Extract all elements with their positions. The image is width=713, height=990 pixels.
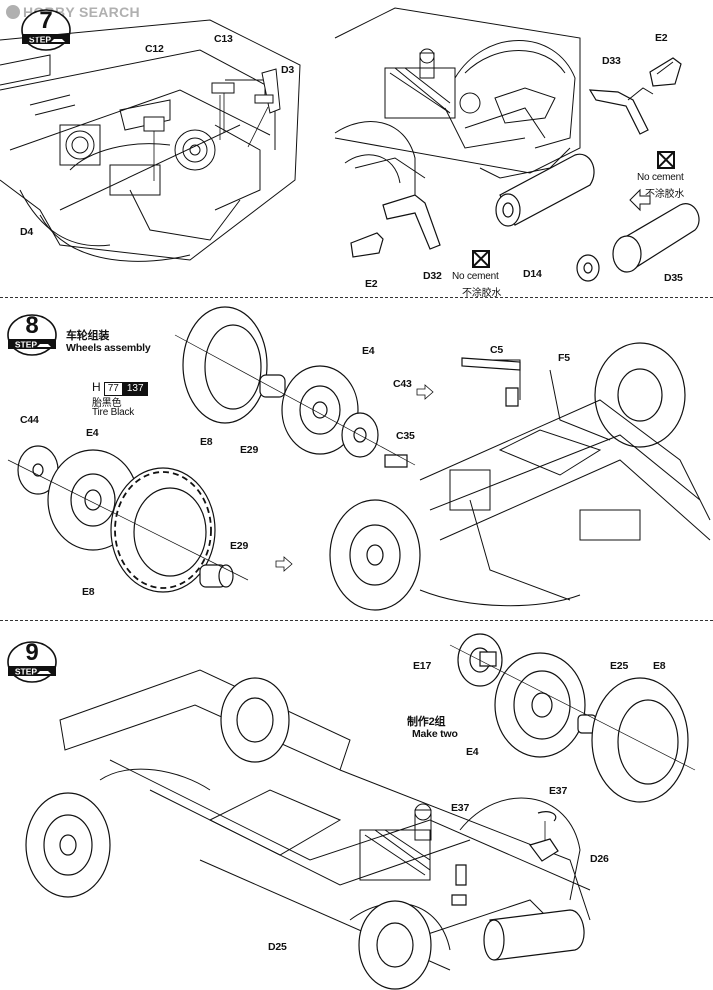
step-9-chassis-drawing	[10, 660, 600, 988]
step-8-badge: 8 STEP	[6, 312, 58, 357]
label-D35: D35	[664, 272, 683, 284]
no-cement-text-top: No cement	[637, 172, 684, 183]
label-D14: D14	[523, 268, 542, 280]
no-cement-text-bottom: No cement	[452, 271, 499, 282]
svg-text:9: 9	[25, 639, 38, 666]
label-E8-step9: E8	[653, 660, 666, 672]
step-9-badge: 9 STEP	[6, 639, 58, 684]
svg-text:STEP: STEP	[15, 667, 38, 677]
label-D32: D32	[423, 270, 442, 282]
part-D35-cylinders	[480, 150, 710, 290]
label-E29-center: E29	[240, 444, 259, 456]
label-E25: E25	[610, 660, 629, 672]
no-cement-icon-bottom	[472, 250, 490, 268]
label-E4-center: E4	[362, 345, 375, 357]
arrow-icon-step8-left	[275, 556, 293, 572]
step-7-badge: 7 STEP	[20, 7, 72, 52]
label-E37-right: E37	[549, 785, 568, 797]
label-E8-left: E8	[82, 586, 95, 598]
label-C43: C43	[393, 378, 412, 390]
svg-text:8: 8	[25, 312, 38, 339]
label-C5: C5	[490, 344, 504, 356]
step-8-title-en: Wheels assembly	[66, 342, 151, 354]
step-8-chassis-drawing	[320, 340, 710, 615]
part-E37-D26	[450, 805, 580, 910]
part-E2-top	[645, 54, 685, 94]
label-E37-left: E37	[451, 802, 470, 814]
paint-name-cn: 胎黑色	[92, 398, 122, 409]
part-D32-E2-bottom	[345, 185, 465, 275]
svg-text:STEP: STEP	[15, 340, 38, 350]
label-E2-bottom: E2	[365, 278, 378, 290]
step-8-wheel-center	[175, 305, 415, 480]
label-E2-top: E2	[655, 32, 668, 44]
label-E17: E17	[413, 660, 432, 672]
part-D33	[588, 70, 663, 140]
hobby-search-logo-icon	[6, 5, 20, 19]
label-D33: D33	[602, 55, 621, 67]
label-C35: C35	[396, 430, 415, 442]
make-two-en: Make two	[412, 728, 458, 740]
no-cement-icon-top	[657, 151, 675, 169]
paint-code-77: 77	[103, 382, 123, 396]
label-D25: D25	[268, 941, 287, 953]
section-divider-1	[0, 297, 713, 298]
label-E4-left: E4	[86, 427, 99, 439]
label-E8-center: E8	[200, 436, 213, 448]
label-D4: D4	[20, 226, 34, 238]
section-divider-2	[0, 620, 713, 621]
no-cement-cn-bottom: 不涂胶水	[462, 288, 502, 299]
paint-code-137: 137	[122, 382, 148, 396]
no-cement-cn-top: 不涂胶水	[645, 189, 685, 200]
svg-text:STEP: STEP	[29, 35, 52, 45]
make-two-cn: 制作2组	[407, 716, 446, 728]
label-F5: F5	[558, 352, 570, 364]
label-C13: C13	[214, 33, 233, 45]
label-C12: C12	[145, 43, 164, 55]
label-E29-left: E29	[230, 540, 249, 552]
paint-name-en: Tire Black	[92, 407, 135, 418]
step-7-chassis-drawing	[0, 30, 300, 275]
paint-prefix: H	[92, 380, 101, 394]
step-8-wheel-left	[8, 440, 248, 605]
step-7-rear-drawing	[335, 8, 585, 243]
arrow-icon-step8-center	[416, 384, 434, 400]
svg-text:7: 7	[39, 7, 52, 34]
step-8-title-cn: 车轮组装	[66, 330, 110, 342]
label-C44: C44	[20, 414, 39, 426]
step-7-small-parts	[140, 55, 300, 175]
label-D26: D26	[590, 853, 609, 865]
label-E4-step9: E4	[466, 746, 479, 758]
label-D3: D3	[281, 64, 295, 76]
step-9-wheel-exploded	[450, 630, 695, 815]
